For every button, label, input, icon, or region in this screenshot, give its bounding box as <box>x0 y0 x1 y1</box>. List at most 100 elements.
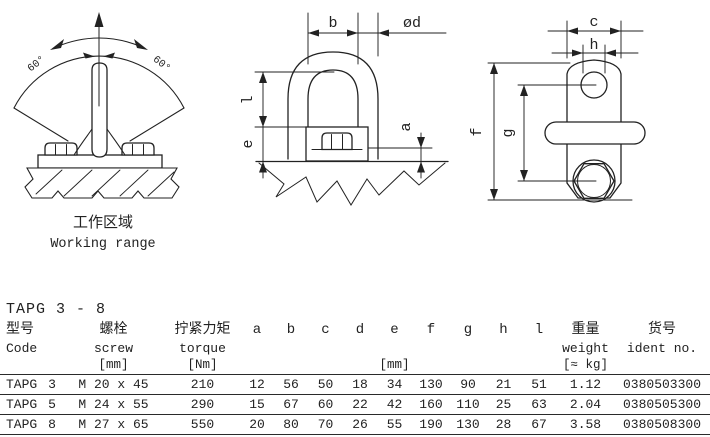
cell-e: 55 <box>377 414 412 435</box>
dimension-h <box>551 44 639 74</box>
working-range-drawing: 60° 60° 工作区域 Working range <box>13 12 185 252</box>
dimension-l-e <box>254 71 335 179</box>
cell-h: 25 <box>486 394 521 415</box>
d-ring-outer <box>287 51 379 160</box>
header-dim-g: g <box>463 322 473 338</box>
cell-a: 15 <box>240 394 274 415</box>
header-dim-a: a <box>252 322 262 338</box>
cell-ident: 0380508300 <box>614 414 710 435</box>
cell-c: 60 <box>308 394 343 415</box>
dim-label-od: ød <box>403 15 421 32</box>
dim-label-f: f <box>469 127 486 136</box>
header-row-en: Code screw torque weight ident no. <box>0 340 710 357</box>
table-row-tapg-8: TAPG 8 M 27 x 65 550 20 80 70 26 55 190 … <box>0 414 710 435</box>
cell-code: TAPG <box>0 374 42 395</box>
header-screw-zh: 螺栓 <box>99 322 128 338</box>
cell-l: 51 <box>521 374 557 395</box>
cell-size: 5 <box>42 394 62 415</box>
hex-bolt-left <box>44 142 78 156</box>
technical-drawings: 60° 60° 工作区域 Working range <box>13 12 646 252</box>
cell-d: 18 <box>343 374 377 395</box>
header-torque-zh: 拧紧力矩 <box>174 322 231 338</box>
dimension-g <box>517 84 597 182</box>
header-torque-unit: [Nm] <box>187 358 218 373</box>
angle-label-left: 60° <box>26 54 48 75</box>
dimension-c <box>547 20 644 59</box>
hex-nut-front <box>321 132 353 151</box>
cell-g: 130 <box>450 414 486 435</box>
header-ident-zh: 货号 <box>648 322 676 338</box>
cell-h: 28 <box>486 414 521 435</box>
header-dims-unit: [mm] <box>379 358 410 373</box>
header-weight-zh: 重量 <box>571 322 600 338</box>
dim-label-b: b <box>328 15 337 32</box>
cell-f: 160 <box>412 394 450 415</box>
dimension-b-od <box>307 12 447 65</box>
cell-l: 63 <box>521 394 557 415</box>
cell-e: 34 <box>377 374 412 395</box>
header-dim-b: b <box>286 322 296 338</box>
cell-weight: 2.04 <box>557 394 614 415</box>
pivot-pin <box>91 62 108 158</box>
cell-b: 80 <box>274 414 308 435</box>
cell-f: 190 <box>412 414 450 435</box>
cell-l: 67 <box>521 414 557 435</box>
cell-e: 42 <box>377 394 412 415</box>
cell-b: 56 <box>274 374 308 395</box>
spec-table: 型号 螺栓 拧紧力矩 a b c d e f g h l 重量 货号 <box>0 320 710 435</box>
cell-screw: M 27 x 65 <box>62 414 165 435</box>
header-dim-d: d <box>355 322 365 338</box>
header-weight-en: weight <box>562 341 609 356</box>
cell-size: 3 <box>42 374 62 395</box>
header-screw-unit: [mm] <box>98 358 129 373</box>
header-dim-f: f <box>426 322 436 338</box>
dim-label-e: e <box>240 139 257 148</box>
header-weight-unit: [≈ kg] <box>562 358 608 373</box>
header-code-en: Code <box>6 341 38 356</box>
cell-h: 21 <box>486 374 521 395</box>
cell-ident: 0380505300 <box>614 394 710 415</box>
cell-torque: 550 <box>165 414 240 435</box>
cell-a: 12 <box>240 374 274 395</box>
side-view-drawing: c h f <box>469 14 646 203</box>
cell-torque: 290 <box>165 394 240 415</box>
cell-f: 130 <box>412 374 450 395</box>
cell-ident: 0380503300 <box>614 374 710 395</box>
dim-label-l: l <box>240 95 257 104</box>
cell-a: 20 <box>240 414 274 435</box>
table-row-tapg-3: TAPG 3 M 20 x 45 210 12 56 50 18 34 130 … <box>0 374 710 395</box>
cell-b: 67 <box>274 394 308 415</box>
header-ident-en: ident no. <box>626 341 698 356</box>
header-dim-l: l <box>534 322 544 338</box>
header-row-zh: 型号 螺栓 拧紧力矩 a b c d e f g h l 重量 货号 <box>0 320 710 340</box>
cell-weight: 3.58 <box>557 414 614 435</box>
spec-table-section: TAPG 3 - 8 型号 螺栓 拧紧力矩 a b c d e <box>0 298 710 435</box>
cell-c: 50 <box>308 374 343 395</box>
dim-label-a: a <box>398 122 415 131</box>
dimension-a <box>367 132 433 179</box>
header-torque-en: torque <box>179 341 226 356</box>
table-title: TAPG 3 - 8 <box>6 301 107 318</box>
header-dim-c: c <box>321 322 330 338</box>
dimension-f <box>487 62 633 201</box>
cell-code: TAPG <box>0 394 42 415</box>
cell-screw: M 20 x 45 <box>62 374 165 395</box>
dim-label-h: h <box>589 37 598 54</box>
arc-arrow-right <box>103 52 115 59</box>
axis-arrowhead <box>94 12 104 27</box>
arc-arrow-left <box>83 52 95 59</box>
hatching <box>35 169 175 197</box>
cell-d: 22 <box>343 394 377 415</box>
header-dim-e: e <box>390 322 399 338</box>
header-code-zh: 型号 <box>6 322 34 338</box>
cell-size: 8 <box>42 414 62 435</box>
cell-weight: 1.12 <box>557 374 614 395</box>
front-view-drawing: b ød l e <box>240 12 449 206</box>
dim-label-g: g <box>500 128 517 137</box>
break-line <box>258 162 446 206</box>
d-ring-inner <box>307 69 359 128</box>
header-dim-h: h <box>499 322 508 338</box>
ground-slab <box>24 167 180 199</box>
cell-screw: M 24 x 55 <box>62 394 165 415</box>
cell-g: 90 <box>450 374 486 395</box>
